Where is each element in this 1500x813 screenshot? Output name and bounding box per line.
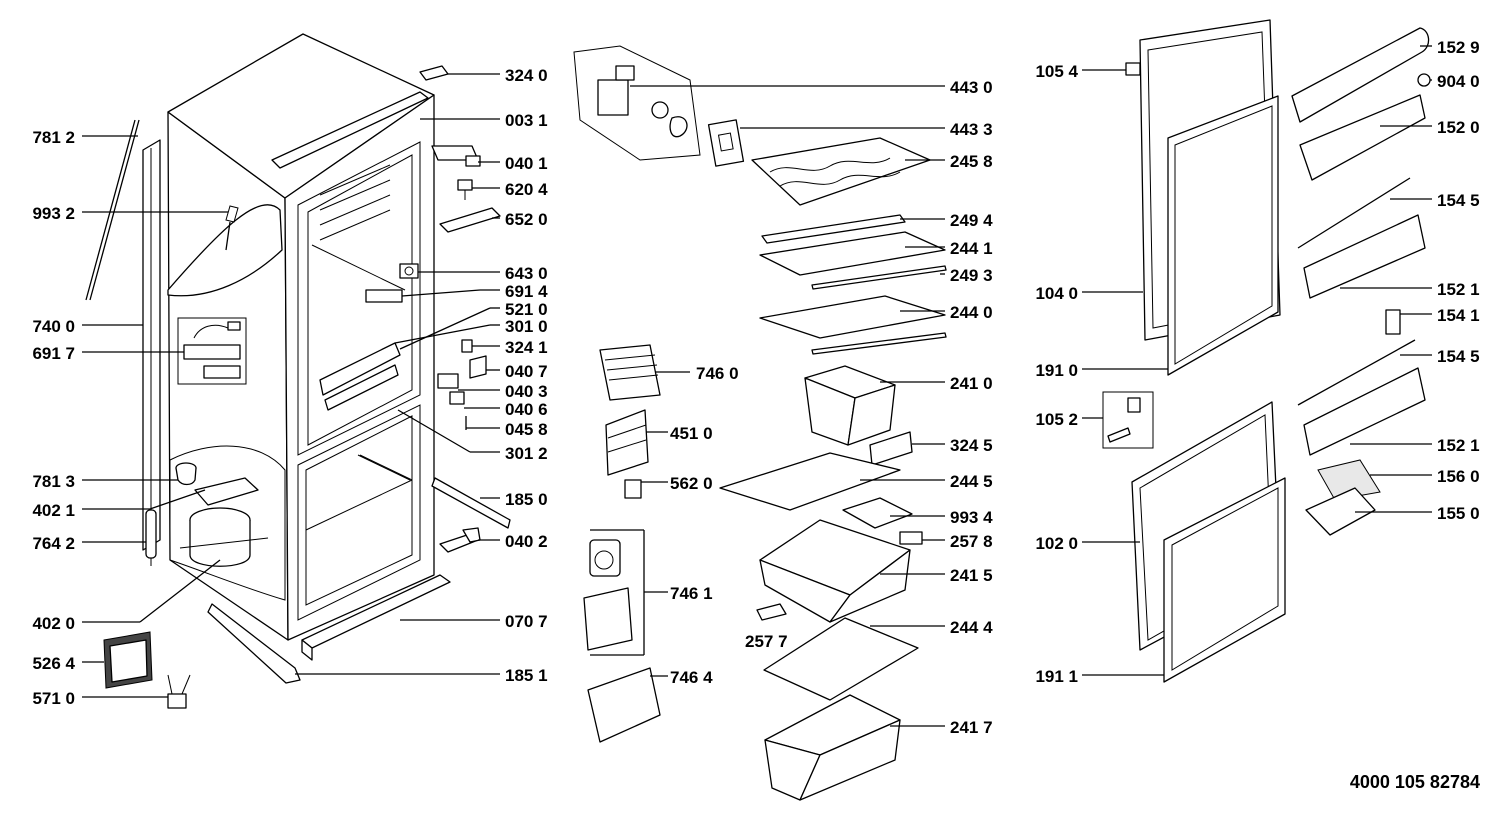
part-label: 152 0 bbox=[1437, 118, 1480, 137]
part-label: 746 1 bbox=[670, 584, 713, 603]
part-label: 244 5 bbox=[950, 472, 993, 491]
leader-lines bbox=[82, 45, 1432, 727]
part-label: 571 0 bbox=[32, 689, 75, 708]
part-label: 324 0 bbox=[505, 66, 548, 85]
part-label: 040 2 bbox=[505, 532, 548, 551]
part-label: 040 1 bbox=[505, 154, 548, 173]
part-label: 301 0 bbox=[505, 317, 548, 336]
part-label: 040 6 bbox=[505, 400, 548, 419]
part-labels: 781 2 993 2 740 0 691 7 781 3 402 1 764 … bbox=[32, 38, 1480, 792]
part-label: 040 7 bbox=[505, 362, 548, 381]
part-label: 154 1 bbox=[1437, 306, 1480, 325]
part-label: 045 8 bbox=[505, 420, 548, 439]
part-label: 155 0 bbox=[1437, 504, 1480, 523]
part-label: 105 2 bbox=[1035, 410, 1078, 429]
part-label: 781 2 bbox=[32, 128, 75, 147]
part-label: 191 1 bbox=[1035, 667, 1078, 686]
part-label: 191 0 bbox=[1035, 361, 1078, 380]
part-label: 740 0 bbox=[32, 317, 75, 336]
part-label: 257 7 bbox=[745, 632, 788, 651]
part-label: 105 4 bbox=[1035, 62, 1078, 81]
document-number: 4000 105 82784 bbox=[1350, 772, 1480, 792]
part-label: 521 0 bbox=[505, 300, 548, 319]
part-label: 040 3 bbox=[505, 382, 548, 401]
part-label: 451 0 bbox=[670, 424, 713, 443]
part-label: 185 0 bbox=[505, 490, 548, 509]
part-label: 402 0 bbox=[32, 614, 75, 633]
doors-drawing bbox=[1102, 19, 1431, 683]
part-label: 154 5 bbox=[1437, 347, 1480, 366]
interior-parts-drawing bbox=[573, 45, 947, 801]
part-label: 104 0 bbox=[1035, 284, 1078, 303]
part-label: 746 4 bbox=[670, 668, 713, 687]
part-label: 781 3 bbox=[32, 472, 75, 491]
part-label: 691 7 bbox=[32, 344, 75, 363]
part-label: 156 0 bbox=[1437, 467, 1480, 486]
part-label: 443 3 bbox=[950, 120, 993, 139]
part-label: 904 0 bbox=[1437, 72, 1480, 91]
part-label: 526 4 bbox=[32, 654, 75, 673]
part-label: 443 0 bbox=[950, 78, 993, 97]
part-label: 249 4 bbox=[950, 211, 993, 230]
part-label: 003 1 bbox=[505, 111, 548, 130]
part-label: 324 1 bbox=[505, 338, 548, 357]
part-label: 249 3 bbox=[950, 266, 993, 285]
part-label: 620 4 bbox=[505, 180, 548, 199]
part-label: 152 1 bbox=[1437, 436, 1480, 455]
part-label: 691 4 bbox=[505, 282, 548, 301]
part-label: 241 7 bbox=[950, 718, 993, 737]
part-label: 152 1 bbox=[1437, 280, 1480, 299]
cabinet-drawing bbox=[85, 33, 511, 709]
part-label: 244 0 bbox=[950, 303, 993, 322]
part-label: 152 9 bbox=[1437, 38, 1480, 57]
part-label: 652 0 bbox=[505, 210, 548, 229]
part-label: 562 0 bbox=[670, 474, 713, 493]
part-label: 993 2 bbox=[32, 204, 75, 223]
part-label: 402 1 bbox=[32, 501, 75, 520]
part-label: 643 0 bbox=[505, 264, 548, 283]
part-label: 185 1 bbox=[505, 666, 548, 685]
part-label: 102 0 bbox=[1035, 534, 1078, 553]
part-label: 746 0 bbox=[696, 364, 739, 383]
part-label: 241 0 bbox=[950, 374, 993, 393]
part-label: 241 5 bbox=[950, 566, 993, 585]
part-label: 257 8 bbox=[950, 532, 993, 551]
part-label: 244 4 bbox=[950, 618, 993, 637]
part-label: 245 8 bbox=[950, 152, 993, 171]
part-label: 154 5 bbox=[1437, 191, 1480, 210]
part-label: 070 7 bbox=[505, 612, 548, 631]
part-label: 324 5 bbox=[950, 436, 993, 455]
part-label: 764 2 bbox=[32, 534, 75, 553]
part-label: 993 4 bbox=[950, 508, 993, 527]
part-label: 301 2 bbox=[505, 444, 548, 463]
part-label: 244 1 bbox=[950, 239, 993, 258]
